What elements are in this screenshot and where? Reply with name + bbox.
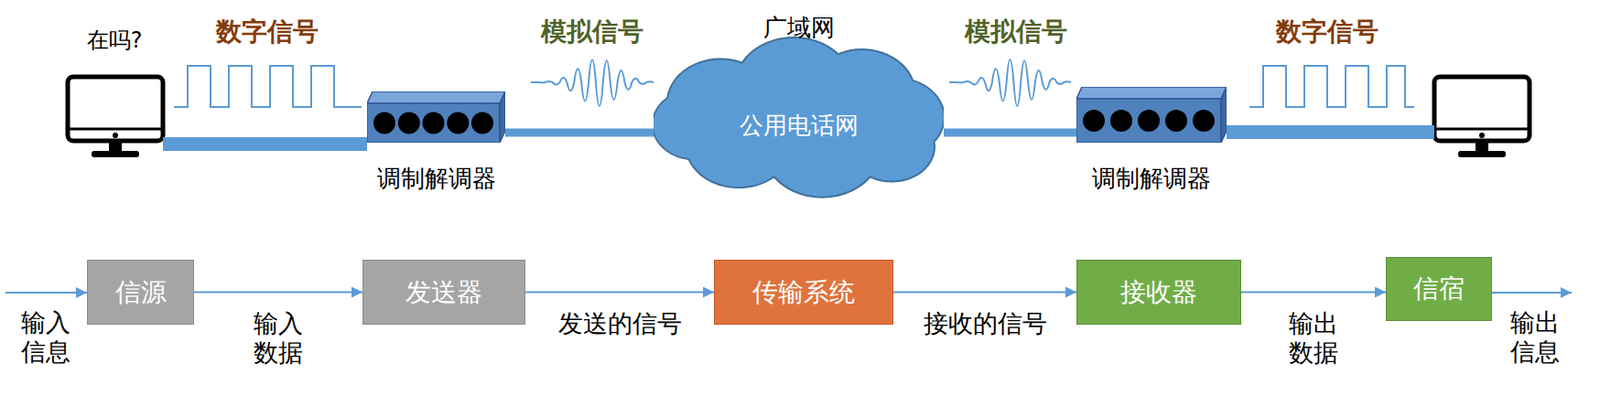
box-label: 传输系统 [752,277,855,309]
network-cloud: 广域网公用电话网 [653,36,944,204]
square-wave [1249,65,1415,108]
cable [162,137,368,152]
signal-name: 模拟信号 [964,16,1068,48]
process-box: 发送器 [362,259,526,325]
monitor-icon [67,76,163,158]
analog-wave [949,59,1071,107]
device-label: 调制解调器 [1091,164,1211,194]
process-box: 接收器 [1076,259,1242,325]
box-label: 信源 [115,277,167,309]
process-box: 信源 [86,259,195,325]
flow-label: 输入 信息 [17,308,75,368]
device-label: 调制解调器 [377,164,497,194]
signal-name: 模拟信号 [540,16,644,48]
input-arrow [5,291,87,294]
flow-label: 输出 信息 [1506,308,1564,368]
box-label: 发送器 [405,277,483,309]
cable [1226,125,1435,140]
edge-label: 输出 数据 [1285,309,1342,369]
square-wave [173,65,362,108]
cloud-heading: 广域网 [763,13,835,43]
flow-arrow [525,291,714,294]
edge-label: 发送的信号 [558,309,682,339]
speech-text: 在吗? [86,27,143,55]
box-label: 接收器 [1120,277,1198,309]
output-arrow [1491,291,1572,294]
cloud-label: 公用电话网 [739,111,859,141]
edge-label: 接收的信号 [923,309,1048,339]
flow-arrow [1241,291,1386,294]
process-box: 传输系统 [713,259,894,325]
cable-connector [505,129,654,138]
cable-connector [943,129,1077,138]
analog-wave [530,59,654,107]
signal-name: 数字信号 [216,16,319,48]
edge-label: 输入 数据 [249,309,307,369]
monitor-icon [1434,76,1530,158]
box-label: 信宿 [1413,273,1465,305]
modem-device: 调制解调器 [1076,86,1227,143]
flow-arrow [893,291,1077,294]
process-box: 信宿 [1385,257,1492,322]
modem-shape [367,91,506,143]
flow-arrow [194,291,363,294]
modem-device: 调制解调器 [367,91,506,143]
signal-name: 数字信号 [1275,16,1379,48]
modem-shape [1076,86,1227,143]
